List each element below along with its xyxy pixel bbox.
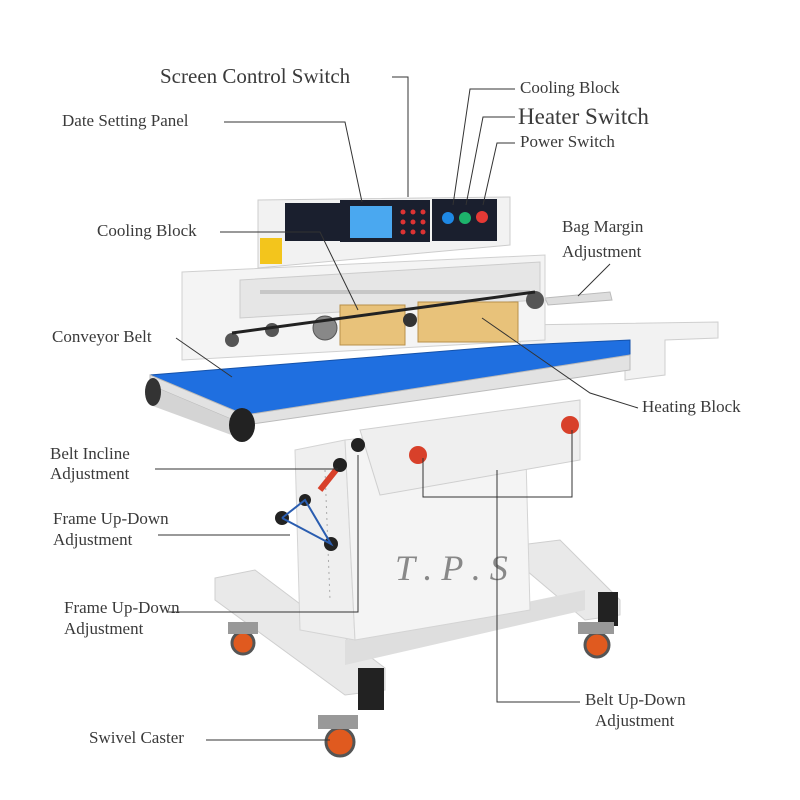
label-cooling-block-top: Cooling Block [520,78,620,97]
label-date-setting-panel: Date Setting Panel [62,111,189,130]
label-screen-control-switch: Screen Control Switch [160,64,351,88]
conveyor-belt [145,339,631,442]
caster-mount [358,668,384,710]
heating-block [417,301,519,343]
label-bag-margin-1: Bag Margin [562,217,644,236]
label-heating-block: Heating Block [642,397,741,416]
label-belt-updown-1: Belt Up-Down [585,690,686,709]
date-setting-panel [285,203,340,241]
label-power-switch: Power Switch [520,132,615,151]
label-bag-margin-2: Adjustment [562,242,642,261]
screen [350,206,392,238]
knob [409,446,427,464]
heat-button [459,212,471,224]
label-frame-updown-1a: Frame Up-Down [53,509,169,528]
label-cooling-block-left: Cooling Block [97,221,197,240]
caster-wheel [583,631,611,659]
bag-margin-guide [544,291,613,306]
belt-adjust-box [359,399,581,496]
label-belt-updown-2: Adjustment [595,711,675,730]
label-swivel-caster: Swivel Caster [89,728,184,747]
label-frame-updown-2a: Frame Up-Down [64,598,180,617]
brand-text: T . P . S [395,548,508,588]
label-heater-switch: Heater Switch [518,104,649,129]
label-frame-updown-1b: Adjustment [53,530,133,549]
leader-lines [155,76,639,741]
knob [561,416,579,434]
label-belt-incline-1: Belt Incline [50,444,130,463]
caster-mount [598,592,618,626]
power-button [476,211,488,223]
cool-button [442,212,454,224]
label-belt-incline-2: Adjustment [50,464,130,483]
label-frame-updown-2b: Adjustment [64,619,144,638]
caster-wheel [324,726,356,758]
caster-wheel [230,630,256,656]
control-panel [257,196,511,269]
swivel-casters [228,622,614,758]
label-conveyor-belt: Conveyor Belt [52,327,152,346]
sealer-body [181,254,546,361]
